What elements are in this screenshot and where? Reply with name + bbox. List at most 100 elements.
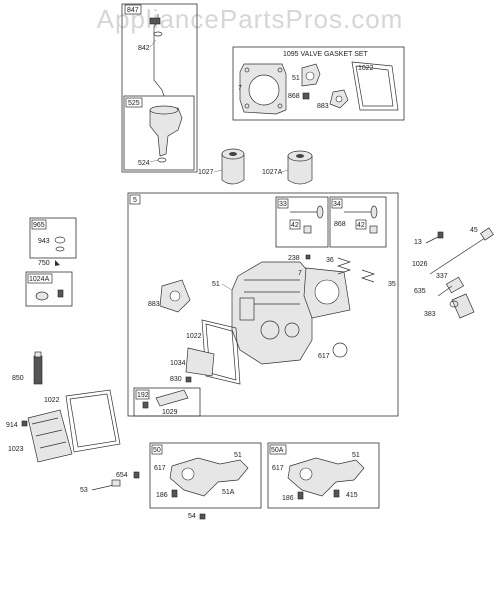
group-tag-1024a[interactable] [27,273,53,284]
group-tag-50-text: 50 [153,447,161,454]
intake-gasket-883[interactable] [159,279,191,313]
callout-617-manifold-a: 617 [272,465,284,472]
breather-1029[interactable] [155,389,189,407]
valve-seal-42a[interactable] [303,225,312,234]
callout-1034: 1034 [170,360,186,367]
oil-filter-1027[interactable] [221,148,245,185]
callout-51-gasket: 51 [292,75,300,82]
callout-635: 635 [414,288,426,295]
breather-plate-1034[interactable] [185,347,215,377]
washer-943b[interactable] [55,246,65,252]
callout-51a: 51A [222,489,235,496]
group-box-5 [127,192,399,417]
valve-spring-36[interactable] [336,257,352,275]
group-tag-1024a-text: 1024A [29,276,50,283]
valve-seal-42b[interactable] [369,225,378,234]
spark-plug-337[interactable] [437,276,465,297]
group-tag-5[interactable] [129,194,141,205]
push-rod-45[interactable] [429,227,494,275]
fitting-186a[interactable] [171,489,178,498]
callout-1027: 1027 [198,169,214,176]
callout-842: 842 [138,45,150,52]
group-tag-50a-text: 50A [271,447,284,454]
group-tag-5-text: 5 [133,197,137,204]
group-tag-42a[interactable] [289,219,301,230]
group-tag-965-text: 965 [33,222,45,229]
group-tag-34[interactable] [331,198,343,209]
o-ring-617[interactable] [332,342,348,358]
callout-1023: 1023 [8,446,24,453]
callout-830: 830 [170,376,182,383]
group-tag-965[interactable] [31,219,47,230]
rocker-cover-gasket-1022-loose[interactable] [65,389,121,453]
callout-1029: 1029 [162,409,178,416]
callout-850: 850 [12,375,24,382]
cylinder-head-part[interactable] [231,261,313,365]
nut-654[interactable] [133,471,140,479]
callout-1022-head: 1022 [186,333,202,340]
callout-7-gasket: 7 [238,85,242,92]
callout-1022-gasket-set: 1022 [358,65,374,72]
screw-914[interactable] [21,420,28,427]
callout-883-head: 883 [148,301,160,308]
screw-54[interactable] [199,513,206,520]
rocker-cover-gasket-set[interactable] [351,61,399,111]
tube-383[interactable] [449,293,475,319]
bolt-13[interactable] [425,231,444,244]
callout-51-head: 51 [212,281,220,288]
triangle-750-icon [55,260,60,266]
callout-36: 36 [326,257,334,264]
screw-192[interactable] [142,401,149,409]
intake-manifold-50a[interactable] [287,457,365,497]
exhaust-gasket[interactable] [301,63,321,87]
group-box-dipstick [121,3,198,173]
group-tag-525[interactable] [125,97,143,108]
sealant-tube-850[interactable] [33,351,43,385]
group-tag-525-text: 525 [128,100,140,107]
rocker-cover-1023[interactable] [27,409,73,463]
group-box-50a [267,442,380,509]
callout-914: 914 [6,422,18,429]
group-tag-50a[interactable] [269,444,287,455]
valve-spring-35[interactable] [360,269,376,283]
group-tag-50[interactable] [151,444,163,455]
intake-valve-part[interactable] [344,205,378,219]
group-tag-42b[interactable] [355,219,367,230]
callout-1022-cover: 1022 [44,397,60,404]
head-gasket-7[interactable] [303,267,351,319]
callout-617-manifold: 617 [154,465,166,472]
group-box-33 [275,196,329,248]
dipstick-part[interactable] [149,14,165,97]
washer-943[interactable] [54,236,66,244]
callout-617-head: 617 [318,353,330,360]
bolt-238[interactable] [305,254,311,260]
group-tag-42b-text: 42 [357,222,365,229]
fitting-186b[interactable] [297,491,304,500]
fitting-415[interactable] [333,489,340,498]
callout-13: 13 [414,239,422,246]
callout-51-manifold: 51 [234,452,242,459]
group-tag-33[interactable] [277,198,289,209]
group-tag-192-text: 192 [137,392,149,399]
group-box-50 [149,442,262,509]
intake-manifold-50[interactable] [169,457,249,497]
cylinder-head-gasket[interactable] [239,63,287,115]
group-tag-847[interactable] [124,4,142,15]
group-box-34 [329,196,387,248]
oil-filter-1027a[interactable] [287,150,313,185]
spacer-1024a[interactable] [35,289,64,301]
intake-gasket[interactable] [329,89,349,109]
valve-gasket-set-box [232,46,405,121]
watermark: AppliancePartsPros.com [97,4,404,34]
valve-seal-part[interactable] [302,92,310,100]
screw-830[interactable] [185,376,192,383]
callout-1026: 1026 [412,261,428,268]
stud-53[interactable] [91,479,121,491]
group-tag-847-text: 847 [127,7,139,14]
callout-654: 654 [116,472,128,479]
callout-337: 337 [436,273,448,280]
exhaust-valve-part[interactable] [290,205,324,219]
dipstick-tube-part[interactable] [149,105,183,163]
group-tag-192[interactable] [135,389,150,400]
